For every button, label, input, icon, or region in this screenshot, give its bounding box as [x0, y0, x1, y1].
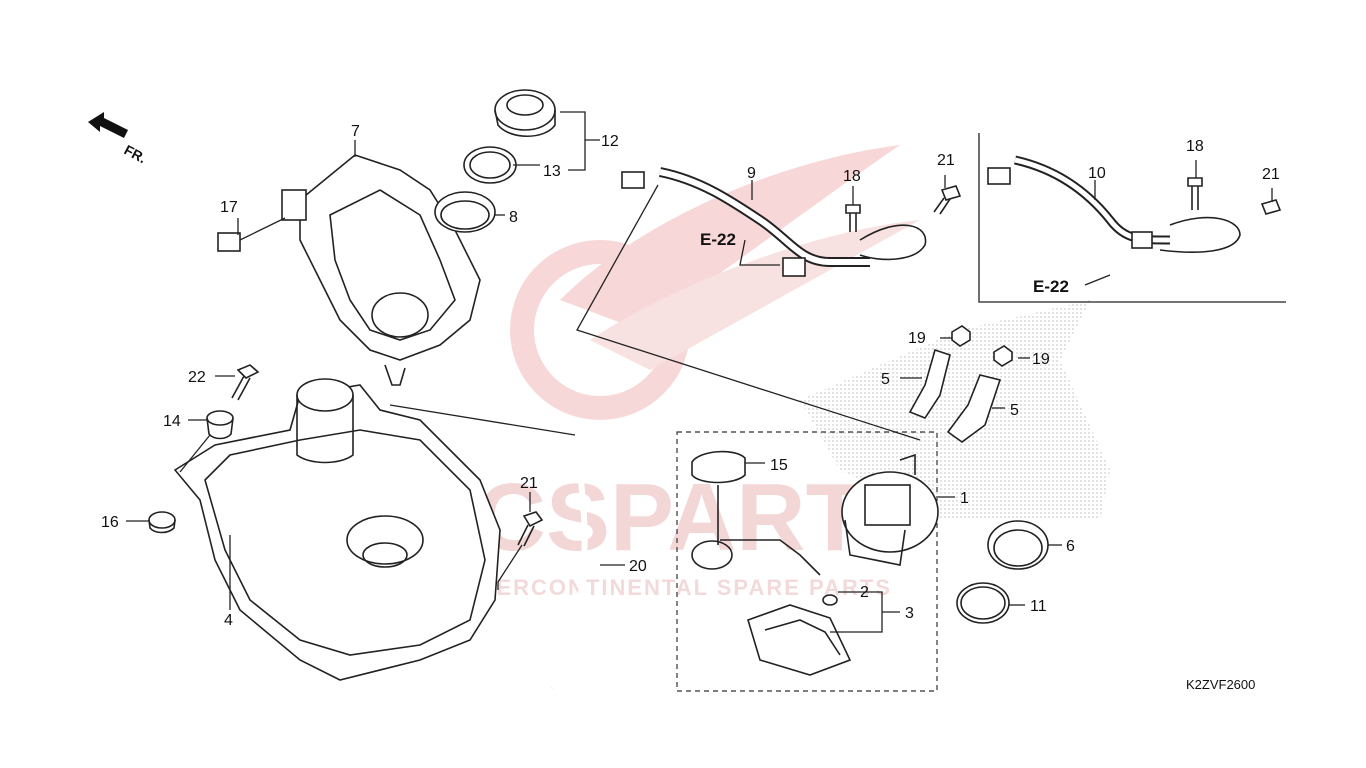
- part-17-bracket: [281, 189, 307, 221]
- callout-22: 22: [188, 369, 206, 386]
- callout-19-left: 19: [908, 330, 926, 347]
- part-17-clip: [217, 232, 241, 252]
- part-2-o-ring: [822, 594, 838, 606]
- front-direction-label: FR.: [122, 142, 149, 167]
- callout-15: 15: [770, 457, 788, 474]
- callout-21-hose: 21: [937, 152, 955, 169]
- part-7-inner-cover: [299, 154, 481, 386]
- callout-9: 9: [747, 165, 756, 182]
- part-21-bolt-inset: [1260, 199, 1282, 215]
- callout-12: 12: [601, 133, 619, 150]
- callout-8: 8: [509, 209, 518, 226]
- part-6-ring: [987, 520, 1049, 570]
- part-18-bolt: [845, 204, 861, 232]
- callout-14: 14: [163, 413, 181, 430]
- shadow-area: [800, 300, 1110, 520]
- part-15-float: [691, 450, 746, 545]
- diagram-code: K2ZVF2600: [1186, 677, 1255, 692]
- callout-19-right: 19: [1032, 351, 1050, 368]
- callout-5-left: 5: [881, 371, 890, 388]
- fuel-pump-assembly-box: [676, 431, 938, 692]
- part-12-fuel-cap: [494, 89, 556, 137]
- callout-21-tank: 21: [520, 475, 538, 492]
- callout-6: 6: [1066, 538, 1075, 555]
- callout-5-right: 5: [1010, 402, 1019, 419]
- watermark-tagline: INTERCONTINENTAL SPARE PARTS: [455, 575, 892, 600]
- front-direction-arrow-icon: [88, 112, 128, 138]
- part-18-bolt-inset: [1187, 177, 1203, 210]
- leader-lines: [126, 111, 1273, 633]
- reference-e22-left: E-22: [700, 230, 736, 249]
- part-11-o-ring: [956, 582, 1010, 624]
- part-5-bracket-right: [946, 374, 1002, 443]
- part-21-bolt-tank: [517, 511, 544, 547]
- part-19-nut-right: [993, 345, 1013, 367]
- callout-2: 2: [860, 584, 869, 601]
- part-16-grommet: [148, 511, 176, 534]
- part-21-bolt-hose: [933, 185, 962, 215]
- inset-frame: [978, 133, 1286, 303]
- part-14-collar: [206, 410, 234, 440]
- callout-13: 13: [543, 163, 561, 180]
- callout-20: 20: [629, 558, 647, 575]
- part-22-bolt: [231, 364, 260, 401]
- callout-10: 10: [1088, 165, 1106, 182]
- reference-e22-inset: E-22: [1033, 277, 1069, 296]
- callout-7: 7: [351, 123, 360, 140]
- part-5-bracket-left: [908, 348, 951, 419]
- part-3-strainer: [747, 604, 852, 676]
- part-8-ring: [434, 191, 496, 233]
- part-4-fuel-tank: [173, 378, 501, 681]
- callout-3: 3: [905, 605, 914, 622]
- callout-18-inset: 18: [1186, 138, 1204, 155]
- part-10-fuel-hose: [987, 155, 1241, 253]
- callout-21-inset: 21: [1262, 166, 1280, 183]
- callout-17: 17: [220, 199, 238, 216]
- part-19-nut-left: [951, 325, 971, 347]
- callout-11: 11: [1030, 598, 1047, 615]
- callout-18-hose: 18: [843, 168, 861, 185]
- callout-16: 16: [101, 514, 119, 531]
- part-1-fuel-pump: [691, 453, 939, 576]
- callouts: 7 17 12 13 8 22 14 16 4 21 20 9 18 21 10…: [101, 123, 1280, 629]
- callout-4: 4: [224, 612, 233, 629]
- part-9-fuel-hose: [621, 167, 927, 277]
- callout-1: 1: [960, 490, 969, 507]
